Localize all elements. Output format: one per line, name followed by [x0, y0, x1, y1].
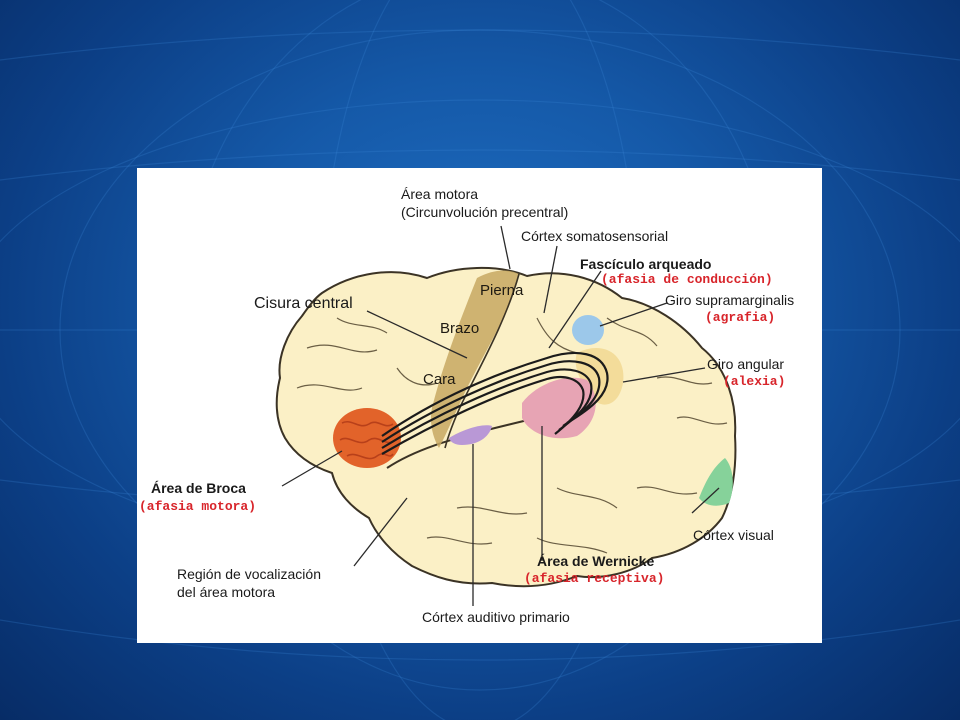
label-cara: Cara: [423, 371, 456, 388]
label-cisura-central: Cisura central: [254, 295, 353, 312]
supramarginal-area: [572, 315, 604, 345]
label-area-broca: Área de Broca: [151, 480, 246, 496]
label-afasia-conduccion: (afasia de conducción): [601, 272, 773, 287]
brain-hemisphere: [275, 266, 737, 588]
gyri-lines: [296, 317, 728, 554]
label-alexia: (alexia): [723, 374, 786, 389]
broca-area: [333, 408, 401, 468]
label-cortex-auditivo-primario: Córtex auditivo primario: [422, 609, 570, 625]
central-sulcus: [444, 273, 520, 449]
label-circunvolucion-precentral: (Circunvolución precentral): [401, 204, 569, 220]
label-del-area-motora: del área motora: [177, 584, 276, 600]
label-fasciculo-arqueado: Fascículo arqueado: [580, 256, 712, 272]
visual-area: [699, 458, 733, 506]
label-afasia-motora: (afasia motora): [139, 499, 257, 514]
arcuate-fasciculus: [381, 351, 609, 455]
wernicke-area: [522, 377, 596, 439]
brain-illustration: [275, 225, 737, 606]
brain-diagram-panel: Área motora (Circunvolución precentral) …: [137, 168, 822, 643]
auditory-area: [449, 425, 492, 445]
leader-lines: [281, 225, 720, 606]
label-cortex-somatosensorial: Córtex somatosensorial: [521, 228, 669, 244]
label-giro-supramarginalis: Giro supramarginalis: [665, 292, 795, 308]
label-brazo: Brazo: [440, 320, 480, 337]
label-area-motora: Área motora: [401, 186, 479, 202]
motor-strip: [430, 270, 519, 448]
label-agrafia: (agrafia): [705, 310, 776, 325]
label-afasia-receptiva: (afasia receptiva): [524, 571, 665, 586]
label-pierna: Pierna: [480, 282, 524, 299]
label-region-vocalizacion: Región de vocalización: [177, 566, 321, 582]
label-cortex-visual: Córtex visual: [693, 527, 774, 543]
label-giro-angular: Giro angular: [707, 356, 785, 372]
label-area-wernicke: Área de Wernicke: [537, 553, 655, 569]
